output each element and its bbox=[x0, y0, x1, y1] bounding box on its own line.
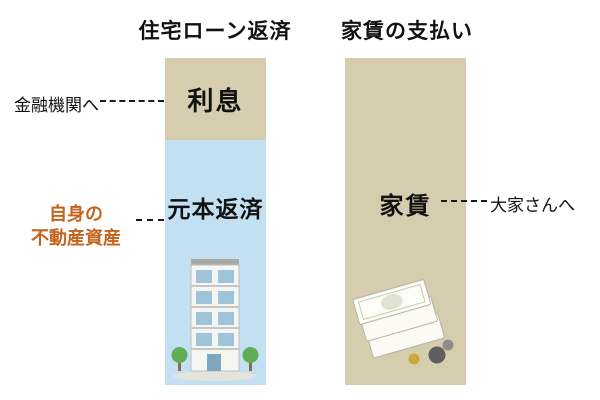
interest-segment: 利息 bbox=[165, 58, 266, 140]
asset-annotation: 自身の 不動産資産 bbox=[31, 204, 121, 249]
building-icon bbox=[171, 259, 259, 381]
left-column-title: 住宅ローン返済 bbox=[138, 20, 292, 43]
asset-dashed-line bbox=[136, 219, 164, 221]
interest-label: 利息 bbox=[187, 85, 244, 116]
money-icon bbox=[352, 279, 454, 365]
rent-bar: 家賃 bbox=[345, 58, 466, 385]
principal-label: 元本返済 bbox=[167, 196, 264, 222]
principal-segment: 元本返済 bbox=[165, 140, 266, 385]
landlord-annotation: 大家さんへ bbox=[490, 196, 575, 215]
landlord-dashed-line bbox=[441, 200, 487, 202]
bank-dashed-line bbox=[100, 100, 164, 102]
bank-annotation: 金融機関へ bbox=[14, 96, 99, 115]
right-column-title: 家賃の支払い bbox=[341, 20, 473, 43]
mortgage-bar: 利息 元本返済 bbox=[165, 58, 266, 385]
rent-label: 家賃 bbox=[379, 193, 432, 220]
